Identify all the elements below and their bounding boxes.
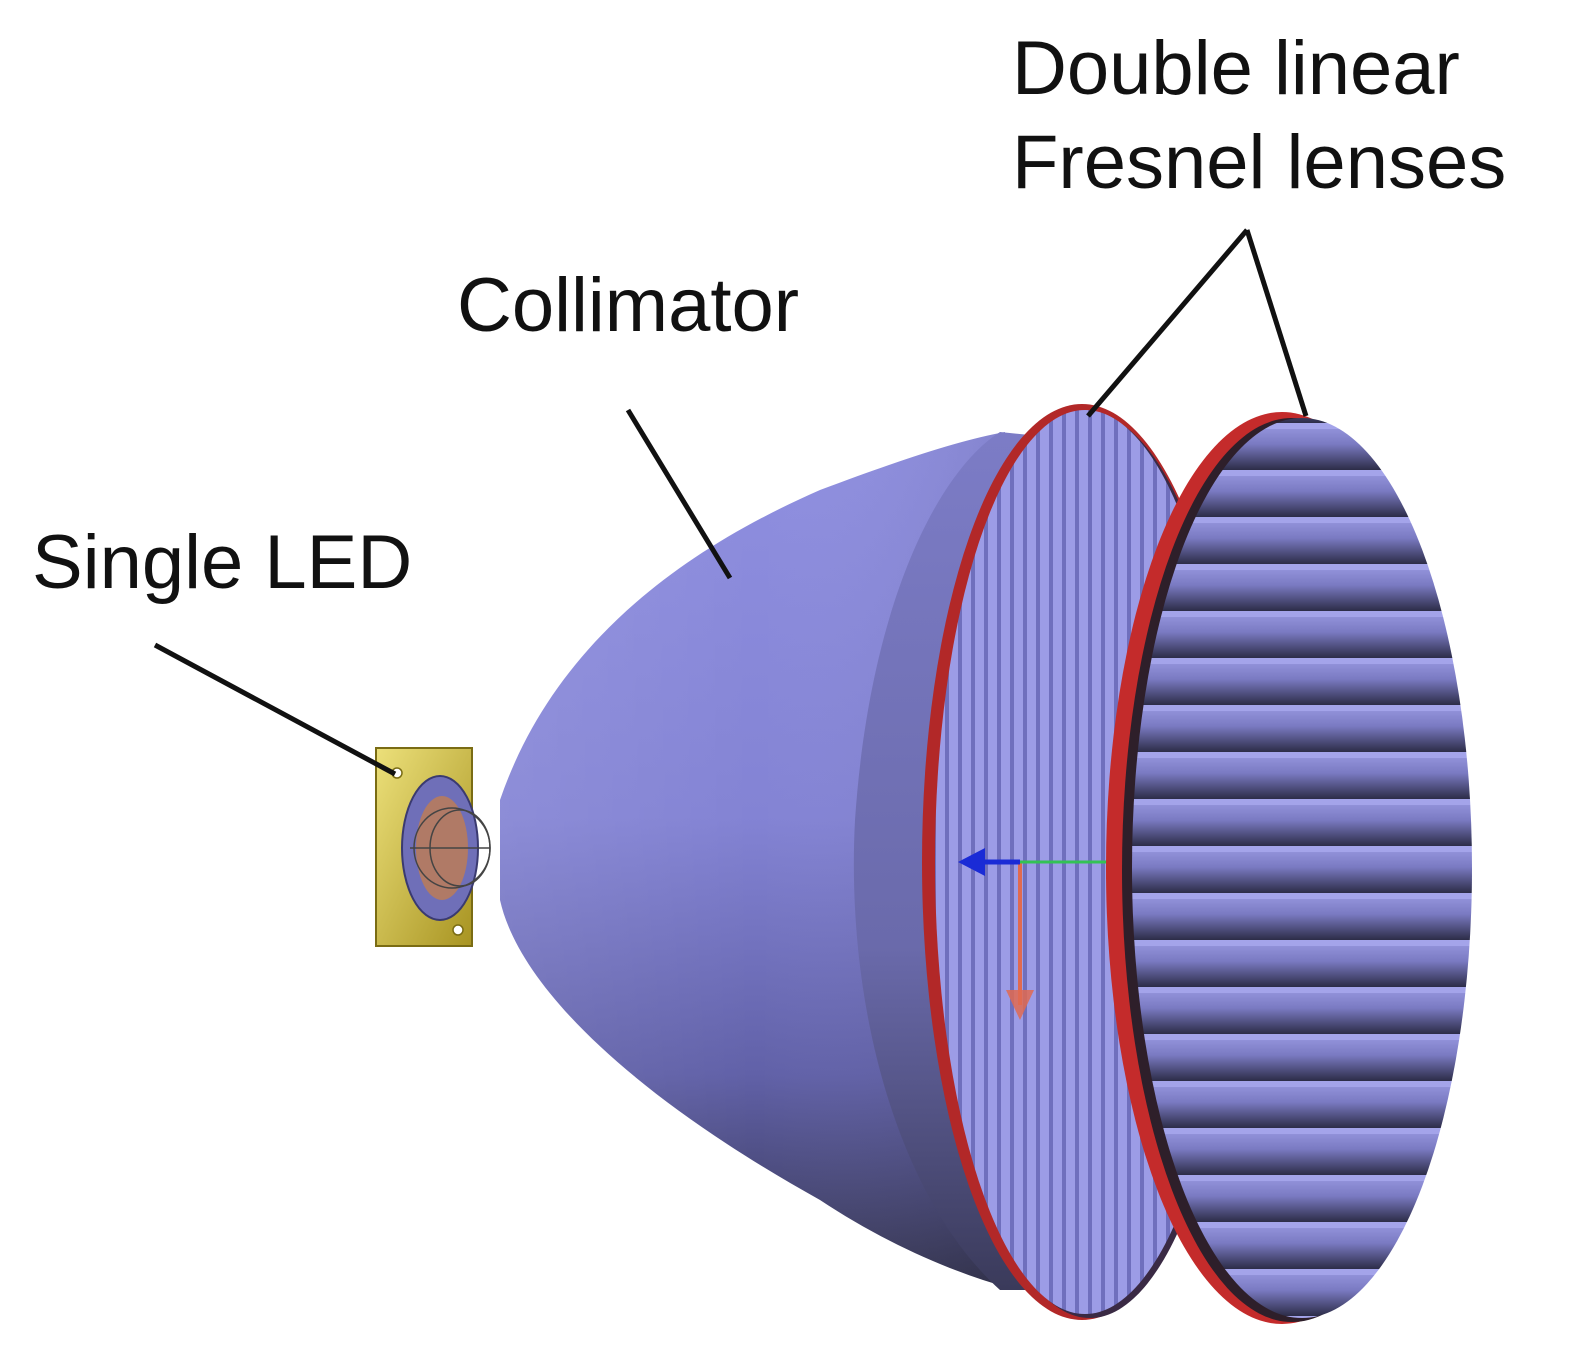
leader-line-single-led	[153, 642, 397, 777]
leader-line-fresnel-back	[1086, 228, 1249, 418]
collimator-rim	[853, 432, 1080, 1290]
label-single-led: Single LED	[32, 520, 413, 605]
label-fresnel-line1: Double linear	[1012, 26, 1460, 111]
leader-line-fresnel-front	[1244, 229, 1309, 417]
single-led	[375, 747, 491, 947]
label-fresnel-line2: Fresnel lenses	[1012, 120, 1507, 205]
label-collimator: Collimator	[457, 263, 800, 348]
fresnel-lens-front	[1106, 412, 1472, 1324]
leader-line-collimator	[625, 408, 733, 580]
collimator	[500, 432, 1080, 1290]
leader-lines	[153, 228, 1309, 777]
fresnel-lens-front-face	[1132, 418, 1472, 1318]
